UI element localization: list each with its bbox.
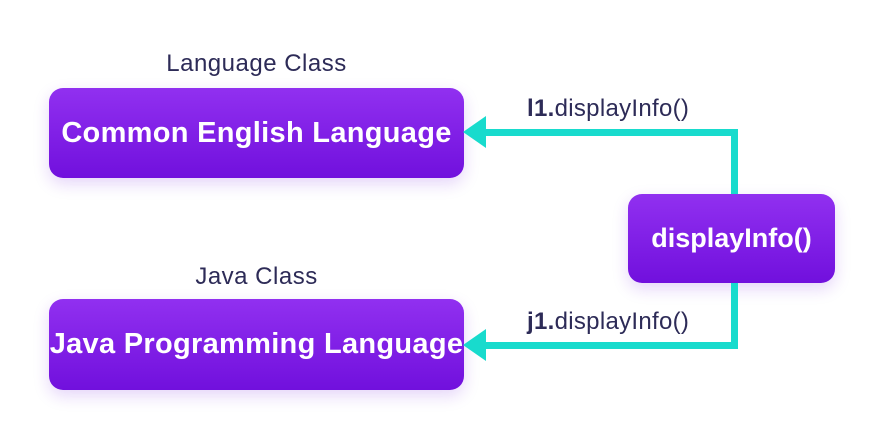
l1-object-ref: l1. [527,95,555,122]
j1-object-ref: j1. [527,308,555,335]
displayinfo-method-box-label: displayInfo() [651,223,812,253]
j1-arrowhead-icon [463,329,486,361]
l1-arrowhead-icon [463,116,486,148]
language-class-box: Common English Language [49,88,464,178]
j1-method-name: displayInfo() [554,308,690,335]
java-class-caption: Java Class [195,263,318,290]
java-class-box-label: Java Programming Language [49,328,464,360]
l1-arrow-horizontal-line [484,129,738,136]
language-class-caption: Language Class [166,50,347,77]
l1-call-label: l1.displayInfo() [527,95,689,123]
j1-arrow-vertical-line [731,283,738,349]
l1-method-name: displayInfo() [554,95,690,122]
java-class-box: Java Programming Language [49,299,464,390]
language-class-box-label: Common English Language [61,116,452,149]
j1-call-label: j1.displayInfo() [527,308,689,336]
l1-arrow-vertical-line [731,129,738,194]
displayinfo-method-box: displayInfo() [628,194,835,283]
j1-arrow-horizontal-line [484,342,738,349]
